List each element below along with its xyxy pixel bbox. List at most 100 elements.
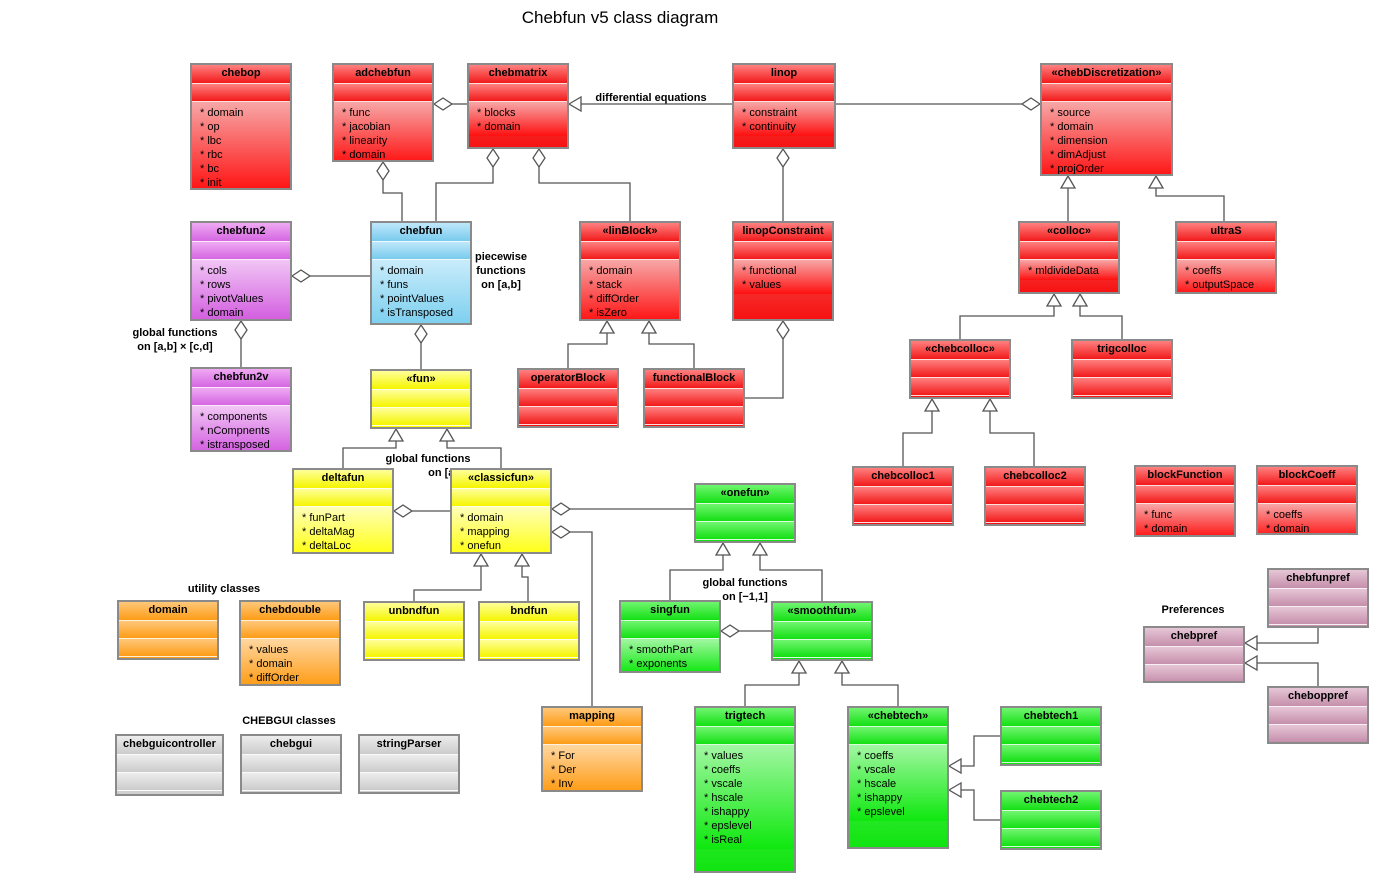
class-separator [1042,84,1171,102]
link-line [570,531,593,706]
class-attribute: blocks [477,106,567,120]
class-attribute: dimension [1050,134,1171,148]
class-chebpref[interactable]: chebpref [1143,626,1245,683]
class-name: cheboppref [1269,688,1367,707]
class-name: bndfun [480,603,578,622]
class-adchebfun[interactable]: adchebfunfuncjacobianlinearitydomain [332,63,434,162]
inheritance-arrow [1059,174,1077,189]
class-bndfun[interactable]: bndfun [478,601,580,661]
class-separator [242,755,340,773]
class-chebmatrix[interactable]: chebmatrixblocksdomain [467,63,569,149]
class-attribute: func [342,106,432,120]
class-name: «colloc» [1020,223,1118,242]
class-attribute: values [704,749,794,763]
class-chebfun2v[interactable]: chebfun2vcomponentsnCompnentsistranspose… [190,367,292,452]
class-chebop[interactable]: chebopdomainoplbcrbcbcinit [190,63,292,190]
class-linopconstraint[interactable]: linopConstraintfunctionalvalues [732,221,834,321]
note-differential-equations: differential equations [595,92,707,104]
class-name: operatorBlock [519,370,617,389]
inheritance-arrow [387,427,405,442]
link-line [648,333,695,368]
class-attribute: Inv [551,777,641,790]
class-unbndfun[interactable]: unbndfun [363,601,465,661]
link-line [1257,628,1319,644]
inheritance-arrow [833,659,851,674]
aggregation-diamond [392,504,414,518]
class-chebcolloc[interactable]: «chebcolloc» [909,339,1011,399]
class-colloc[interactable]: «colloc» mldivideData [1018,221,1120,294]
class-separator [849,727,947,745]
aggregation-diamond [1020,97,1042,111]
class-linop[interactable]: linopconstraintcontinuity [732,63,836,149]
class-attribute: diffOrder [589,292,679,306]
class-attribute: smoothPart [629,643,719,657]
class-separator [645,407,743,425]
class-separator [192,242,290,260]
link-line [382,180,403,221]
class-trigcolloc[interactable]: trigcolloc [1071,339,1173,399]
class-fun[interactable]: «fun» [370,369,472,429]
class-attribute: diffOrder [249,671,339,684]
class-domain[interactable]: domain [117,600,219,660]
attribute-list: domainmappingonefun [452,507,550,552]
class-mapping[interactable]: mappingForDerInv [541,706,643,792]
class-chebfun2[interactable]: chebfun2colsrowspivotValuesdomain [190,221,292,321]
class-chebgui[interactable]: chebgui [240,734,342,794]
class-blockfunction[interactable]: blockFunctionfuncdomain [1134,465,1236,537]
class-attribute: mldivideData [1028,264,1118,278]
class-trigtech[interactable]: trigtechvaluescoeffsvscalehscaleishappye… [694,706,796,873]
class-attribute: components [200,410,290,424]
class-name: chebguicontroller [117,736,222,755]
class-chebdiscretization[interactable]: «chebDiscretization»sourcedomaindimensio… [1040,63,1173,176]
inheritance-arrow [947,757,962,775]
class-attribute: isZero [589,306,679,319]
class-name: «chebcolloc» [911,341,1009,360]
class-blockcoeff[interactable]: blockCoeffcoeffsdomain [1256,465,1358,535]
class-separator [480,640,578,658]
class-onefun[interactable]: «onefun» [694,483,796,543]
class-name: chebcolloc1 [854,468,952,487]
class-chebdouble[interactable]: chebdoublevaluesdomaindiffOrder [239,600,341,686]
class-deltafun[interactable]: deltafunfunPartdeltaMagdeltaLoc [292,468,394,554]
class-name: «chebtech» [849,708,947,727]
class-separator [360,755,458,773]
link-line [1155,188,1225,221]
class-linblock[interactable]: «linBlock»domainstackdiffOrderisZero [579,221,681,321]
class-attribute: coeffs [1185,264,1275,278]
class-operatorblock[interactable]: operatorBlock [517,368,619,428]
class-classicfun[interactable]: «classicfun»domainmappingonefun [450,468,552,554]
note-utility-classes: utility classes [187,583,261,595]
class-chebtech1[interactable]: chebtech1 [1000,706,1102,766]
class-separator [986,487,1084,505]
class-name: chebfunpref [1269,570,1367,589]
class-name: chebtech1 [1002,708,1100,727]
class-stringparser[interactable]: stringParser [358,734,460,794]
class-chebtech[interactable]: «chebtech» coeffsvscalehscaleishappyepsle… [847,706,949,849]
class-smoothfun[interactable]: «smoothfun» [771,601,873,661]
attribute-list: constraintcontinuity [734,102,834,136]
class-chebcolloc1[interactable]: chebcolloc1 [852,466,954,526]
attribute-list: coeffsvscalehscaleishappyepslevel [849,745,947,821]
class-name: blockCoeff [1258,467,1356,486]
class-chebguicontroller[interactable]: chebguicontroller [115,734,224,796]
class-attribute: source [1050,106,1171,120]
attribute-list: funcjacobianlinearitydomain [334,102,432,160]
class-attribute: ishappy [704,805,794,819]
class-chebfunpref[interactable]: chebfunpref [1267,568,1369,628]
class-chebfun[interactable]: chebfundomainfunspointValuesisTransposed [370,221,472,325]
class-chebtech2[interactable]: chebtech2 [1000,790,1102,850]
class-attribute: bc [200,162,290,176]
class-attribute: domain [342,148,432,160]
class-functionalblock[interactable]: functionalBlock [643,368,745,428]
attribute-list: funcdomain [1136,504,1234,535]
class-ultras[interactable]: ultraScoeffsoutputSpace [1175,221,1277,294]
inheritance-arrow [640,319,658,334]
class-separator [543,727,641,745]
aggregation-diamond [290,269,312,283]
class-chebcolloc2[interactable]: chebcolloc2 [984,466,1086,526]
class-cheboppref[interactable]: cheboppref [1267,686,1369,744]
class-separator [334,84,432,102]
class-separator [519,389,617,407]
class-singfun[interactable]: singfunsmoothPartexponents [619,600,721,673]
